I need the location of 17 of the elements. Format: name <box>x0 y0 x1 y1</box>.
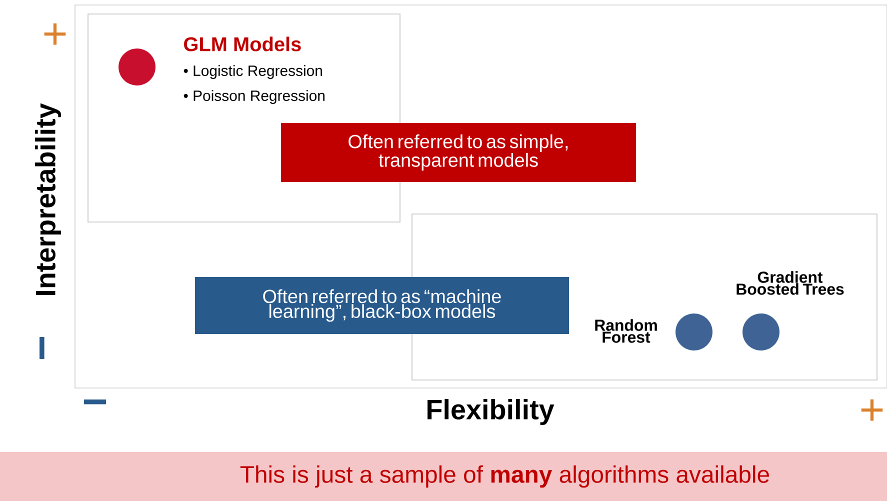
note-band: This is just a sample of many algorithms available <box>0 452 887 501</box>
category-label: Random Forest <box>595 319 657 343</box>
bullet-item: • Poisson Regression <box>184 90 324 104</box>
bullet-item: • Logistic Regression <box>184 65 322 79</box>
plus-sign: + <box>44 23 66 45</box>
minus-sign: − <box>84 400 106 404</box>
heading: GLM Models <box>184 36 301 52</box>
dot <box>676 314 712 350</box>
dot <box>118 48 156 86</box>
axis-title: Flexibility <box>428 399 554 425</box>
plus-sign: + <box>861 399 883 421</box>
axis-title: Interpretability <box>35 103 61 295</box>
category-label: Gradient Boosted Trees <box>736 271 844 295</box>
minus-sign: − <box>40 337 44 359</box>
banner: Often referred to as “machine learning”, black-box models <box>195 277 569 334</box>
dot <box>742 314 780 350</box>
banner: Often referred to as simple, transparent models <box>281 123 636 182</box>
